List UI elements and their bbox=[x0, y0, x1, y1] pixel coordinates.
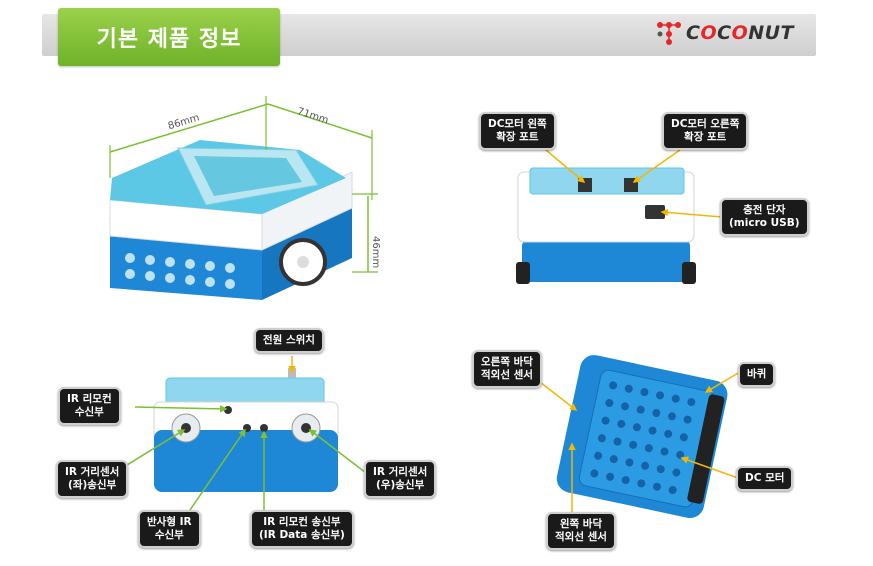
callout-charge-port: 충전 단자(micro USB) bbox=[720, 198, 809, 236]
page-title: 기본 제품 정보 bbox=[96, 27, 242, 52]
logo-wordmark: COCONUT bbox=[686, 22, 795, 44]
callout-power-switch: 전원 스위치 bbox=[254, 328, 324, 353]
page-title-tab: 기본 제품 정보 bbox=[58, 8, 280, 66]
dim-depth-label: 71mm bbox=[296, 106, 330, 126]
callout-wheel: 바퀴 bbox=[738, 362, 776, 387]
callout-ir-data-transmitter: IR 리모컨 송신부(IR Data 송신부) bbox=[250, 510, 354, 548]
callout-ir-left-transmitter: IR 거리센서(좌)송신부 bbox=[56, 460, 129, 498]
robot-front-view bbox=[121, 356, 371, 512]
robot-bottom-view bbox=[539, 355, 741, 518]
coconut-logo: COCONUT bbox=[656, 20, 794, 46]
robot-back-view bbox=[516, 144, 723, 284]
coconut-logo-icon bbox=[656, 20, 682, 46]
callout-ir-right-transmitter: IR 거리센서(우)송신부 bbox=[364, 460, 437, 498]
callout-dc-motor: DC 모터 bbox=[736, 466, 794, 491]
robot-isometric-view: 86mm 71mm 46mm bbox=[108, 96, 381, 300]
dim-height-label: 46mm bbox=[370, 236, 381, 268]
